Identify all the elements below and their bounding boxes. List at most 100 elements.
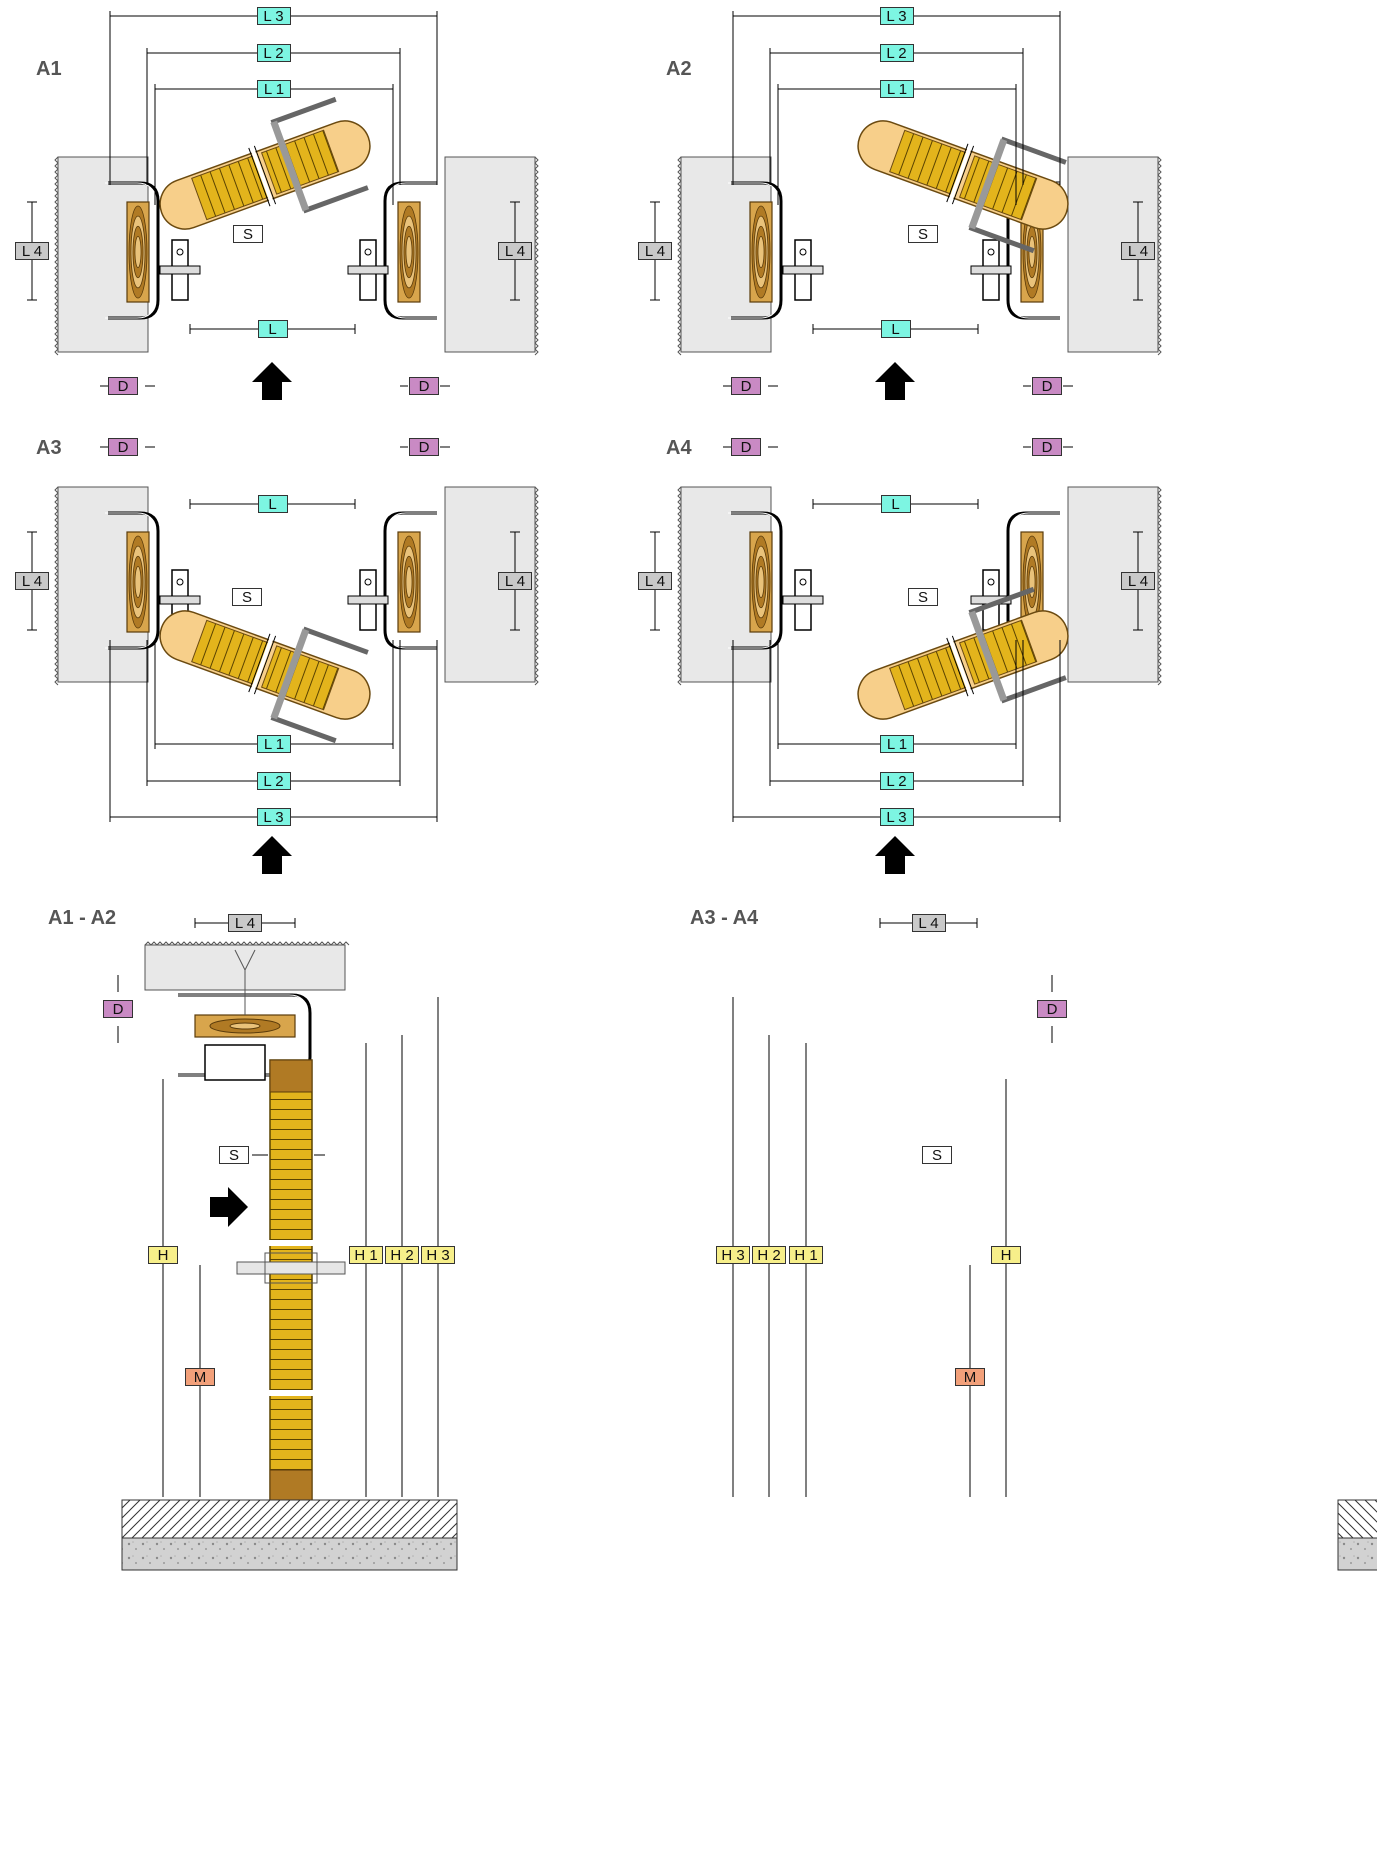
hinge-screw — [176, 578, 184, 586]
plan-a4-hinge-left — [782, 569, 824, 631]
frame-inner — [387, 182, 440, 319]
plan-a2-dim-d-right: D — [1032, 377, 1062, 395]
plan-a4-dim-l1: L 1 — [880, 735, 914, 753]
plan-a1-door-leaf — [159, 96, 371, 230]
plan-a3-dim-l1: L 1 — [257, 735, 291, 753]
plan-a1-direction-arrow — [252, 362, 292, 400]
plan-a1-frame-right — [383, 181, 440, 320]
leaf-break — [249, 146, 275, 206]
plan-a4-dim-l2: L 2 — [879, 772, 914, 790]
frame-outline — [383, 181, 437, 320]
section-a1-a2-dim-m: M — [185, 1368, 215, 1386]
plan-a2-dim-l4-right: L 4 — [1121, 242, 1155, 260]
section-floor-slab — [121, 1499, 458, 1539]
section-a3-a4-dim-h: H — [991, 1246, 1021, 1264]
section-a3-a4 — [1337, 1499, 1377, 1571]
leaf-break-line — [253, 145, 277, 205]
hinge-pin — [347, 595, 389, 605]
hinge-screw — [364, 248, 372, 256]
plan-a2-door-leaf — [857, 120, 1069, 254]
jamb-grain — [757, 565, 765, 599]
leaf-break-line — [248, 147, 271, 207]
plan-a2-title: A2 — [666, 58, 692, 80]
wall-edge — [54, 486, 59, 686]
jamb-grain — [134, 235, 142, 269]
leaf-break — [947, 636, 973, 696]
frame-inner — [105, 512, 156, 649]
plan-a3-door-leaf — [159, 610, 371, 744]
section-a3-a4-dim-s: S — [922, 1146, 952, 1164]
plan-a1-dim-d-right: D — [409, 377, 439, 395]
frame-inner — [387, 512, 440, 649]
wall-edge — [1157, 486, 1162, 686]
section-a1-a2 — [121, 941, 458, 1571]
section-handle-rose — [264, 1252, 318, 1284]
section-a3-a4-title: A3 - A4 — [690, 907, 759, 929]
hinge-pin — [782, 265, 824, 275]
plan-a4-dim-s: S — [908, 588, 938, 606]
plan-a1-jamb-right — [397, 201, 421, 303]
hinge-pin — [782, 595, 824, 605]
hinge-pin — [347, 265, 389, 275]
section-a3-a4-dim-h1: H 1 — [789, 1246, 823, 1264]
plan-a1-jamb-left — [126, 201, 150, 303]
hinge-screw — [799, 578, 807, 586]
plan-a1-hinge-right — [347, 239, 389, 301]
plan-a4-door-leaf — [857, 586, 1069, 720]
plan-a4-dim-l3: L 3 — [879, 808, 914, 826]
plan-a2-dim-l2: L 2 — [879, 44, 914, 62]
plan-a4-dim-l: L — [880, 495, 911, 513]
plan-a2-dim-d-left: D — [731, 377, 761, 395]
section-a3-a4-dim-d: D — [1037, 1000, 1067, 1018]
section-door-top — [269, 1059, 313, 1093]
section-floor-slab — [1337, 1499, 1377, 1539]
leaf-break-line — [946, 637, 969, 697]
plan-a3-jamb-right — [397, 531, 421, 633]
jamb-grain — [757, 235, 765, 269]
section-a3-a4-dim-h3: H 3 — [716, 1246, 750, 1264]
plan-a3-title: A3 — [36, 437, 62, 459]
jamb-grain — [405, 565, 413, 599]
hinge-screw — [799, 248, 807, 256]
plan-a3-jamb-left — [126, 531, 150, 633]
section-break — [264, 1240, 318, 1246]
section-break — [264, 1390, 318, 1396]
plan-a3-dim-l4-left: L 4 — [15, 572, 49, 590]
plan-a4-dim-d-right: D — [1032, 438, 1062, 456]
section-door-leaf — [269, 1059, 313, 1501]
frame-inner — [728, 182, 779, 319]
plan-a2-dim-l3: L 3 — [879, 7, 914, 25]
section-floor-base — [121, 1537, 458, 1571]
wall-edge — [54, 156, 59, 356]
plan-a4-direction-arrow — [875, 836, 915, 874]
plan-a1-dim-l1: L 1 — [257, 80, 291, 98]
hinge-pin — [970, 265, 1012, 275]
leaf-handle-bar — [270, 628, 310, 720]
leaf-break — [249, 634, 275, 694]
plan-a1-dim-l4-left: L 4 — [15, 242, 49, 260]
leaf-break-line — [253, 635, 277, 695]
plan-a1-dim-s: S — [233, 225, 263, 243]
wall-edge — [677, 156, 682, 356]
plan-a1-hinge-left — [159, 239, 201, 301]
leaf-break-line — [946, 143, 969, 203]
plan-a4-jamb-left — [749, 531, 773, 633]
plan-a3-dim-l4-right: L 4 — [498, 572, 532, 590]
plan-a1-dim-l3: L 3 — [256, 7, 291, 25]
plan-a2-hinge-left — [782, 239, 824, 301]
plan-a2-direction-arrow — [875, 362, 915, 400]
section-a1-a2-dim-l4: L 4 — [228, 914, 262, 932]
section-jamb-grain — [229, 1022, 261, 1030]
section-a1-a2-dim-d: D — [103, 1000, 133, 1018]
section-anchor — [234, 949, 256, 1015]
plan-a3-dim-s: S — [232, 588, 262, 606]
wall-edge — [534, 156, 539, 356]
plan-a2-dim-s: S — [908, 225, 938, 243]
plan-a3-dim-l: L — [257, 495, 288, 513]
jamb-grain — [134, 565, 142, 599]
hinge-screw — [987, 248, 995, 256]
plan-a2-jamb-right — [1020, 201, 1044, 303]
leaf-break-line — [951, 635, 975, 695]
section-a1-a2-dim-h1: H 1 — [349, 1246, 383, 1264]
frame-inner — [728, 512, 779, 649]
